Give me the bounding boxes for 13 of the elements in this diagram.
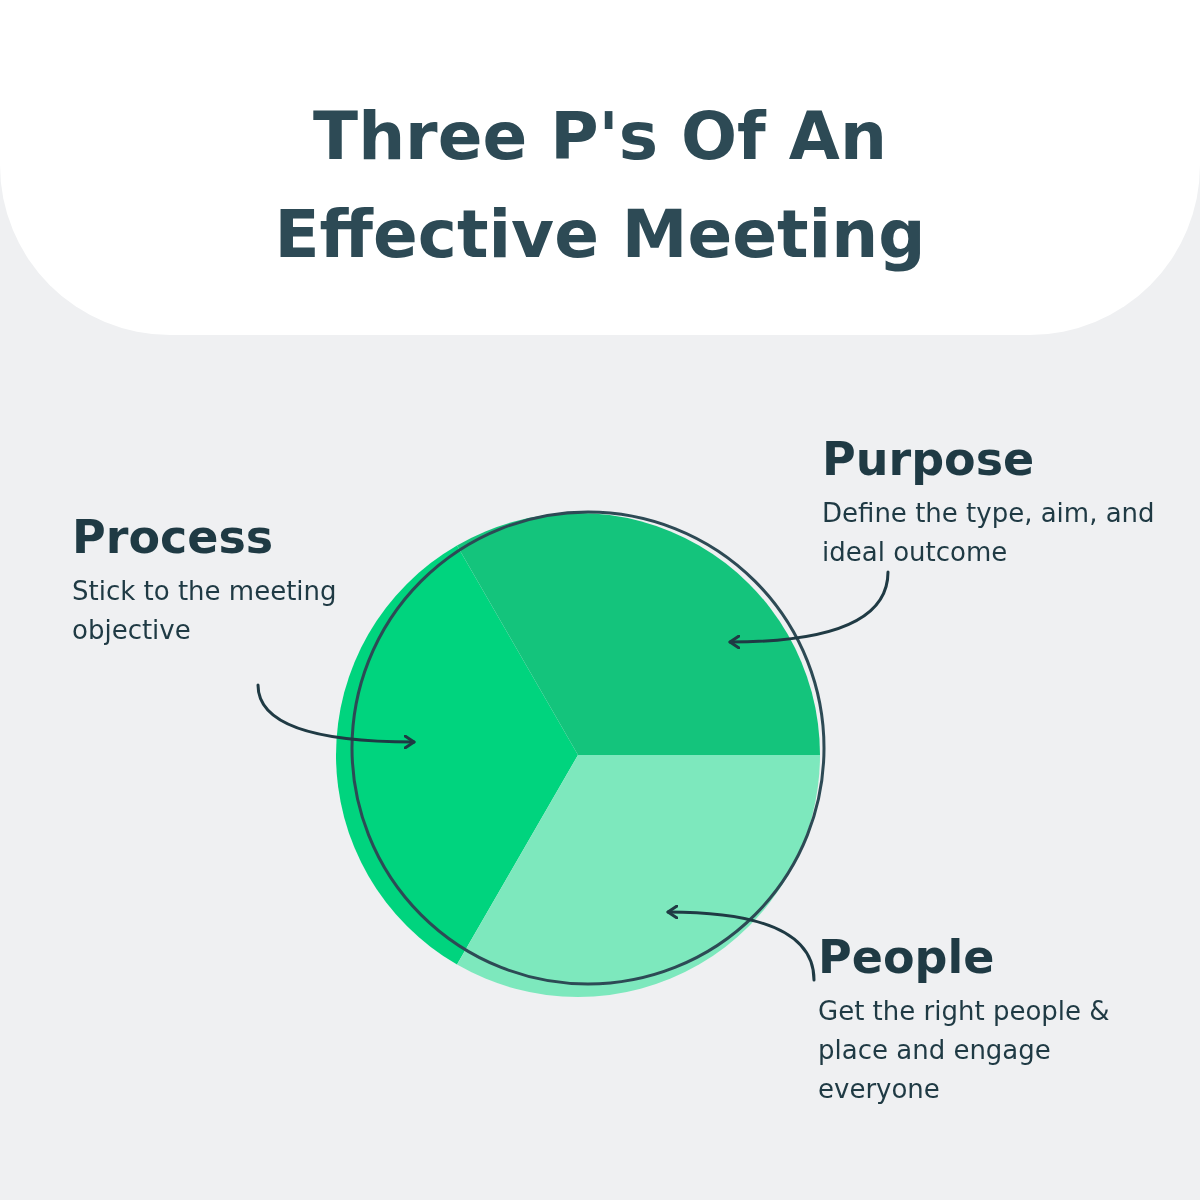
pie-slice	[457, 513, 820, 755]
heading: Purpose	[822, 431, 1036, 488]
arrow	[666, 904, 816, 982]
description: Define the type, aim, and ideal outcome	[822, 497, 1156, 569]
description: Get the right people & place and engage everyone	[818, 995, 1111, 1106]
description: Stick to the meeting objective	[72, 575, 338, 647]
pie-slice	[457, 755, 820, 997]
heading: Process	[72, 509, 275, 566]
arrow	[256, 683, 416, 750]
heading: People	[818, 929, 996, 986]
pie-slice	[336, 545, 578, 965]
title: Three P's Of An Effective Meeting	[273, 97, 927, 275]
arrow	[728, 570, 890, 650]
